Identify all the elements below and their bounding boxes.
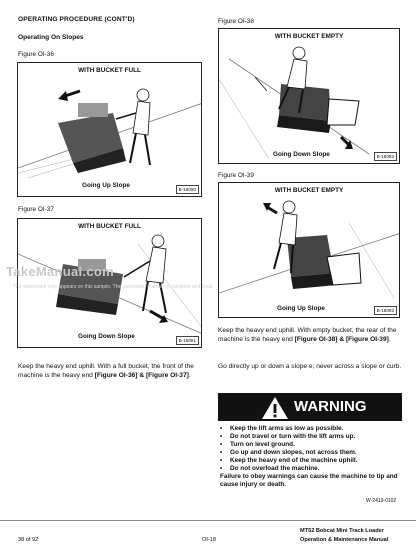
section-title: OPERATING PROCEDURE (CONT'D) — [18, 16, 135, 23]
warning-triangle-icon — [262, 397, 288, 419]
figure-oi38: WITH BUCKET EMPTY Going Down Slope B-160… — [218, 28, 400, 164]
figure-title: WITH BUCKET EMPTY — [274, 187, 344, 194]
subsection-title: Operating On Slopes — [18, 34, 84, 41]
figure-oi37: WITH BUCKET FULL Going Down Slope B-1609… — [17, 218, 202, 348]
warning-item: •Do not overload the machine. — [220, 465, 320, 472]
figure-code: B-16090 — [175, 185, 199, 194]
figure-code: B-16091 — [175, 336, 199, 345]
figure-label-oi39: Figure OI-39 — [218, 172, 254, 179]
figure-caption: Going Down Slope — [273, 151, 330, 158]
figure-code: B-16093 — [373, 306, 397, 315]
figure-title: WITH BUCKET FULL — [78, 223, 141, 230]
figure-title: WITH BUCKET FULL — [78, 67, 141, 74]
left-paragraph: Keep the heavy end uphill. With a full b… — [18, 363, 194, 380]
warning-title: WARNING — [294, 398, 367, 415]
right-paragraph-2: Go directly up or down a slope e; never … — [218, 363, 402, 370]
page-count: 38 of 92 — [18, 537, 39, 543]
product-line-1: MT52 Bobcat Mini Track Loader — [300, 528, 384, 534]
figure-code: B-16092 — [373, 152, 397, 161]
footer-divider — [0, 520, 416, 521]
figure-caption: Going Down Slope — [78, 333, 135, 340]
warning-item: •Do not travel or turn with the lift arm… — [220, 433, 356, 440]
warning-code: W-2419-0102 — [366, 498, 397, 504]
right-paragraph-1: Keep the heavy end uphill. With empty bu… — [218, 327, 397, 344]
operator-up-slope-empty-bucket-illustration — [219, 200, 399, 299]
warning-list: •Keep the lift arms as low as possible. … — [220, 425, 404, 489]
warning-footer-text: Failure to obey warnings can cause the m… — [220, 473, 398, 488]
warning-banner: WARNING — [218, 393, 402, 421]
operator-going-down-slope-illustration — [18, 234, 201, 334]
product-line-2: Operation & Maintenance Manual — [300, 537, 389, 543]
figure-label-oi38: Figure OI-38 — [218, 18, 254, 25]
warning-item: •Turn on level ground. — [220, 441, 295, 448]
figure-oi39: WITH BUCKET EMPTY Going Up Slope B-16093 — [218, 182, 400, 318]
watermark-brand: TakeManual.com — [6, 264, 114, 279]
operator-down-slope-empty-bucket-illustration — [219, 46, 370, 160]
page-id: OI-18 — [202, 537, 216, 543]
figure-title: WITH BUCKET EMPTY — [274, 33, 344, 40]
operator-going-up-slope-illustration — [18, 88, 201, 179]
watermark-notice: The watermark only appears on this sampl… — [13, 284, 213, 290]
warning-item: •Keep the lift arms as low as possible. — [220, 425, 344, 432]
warning-item: •Keep the heavy end of the machine uphil… — [220, 457, 358, 464]
figure-caption: Going Up Slope — [277, 305, 325, 312]
figure-caption: Going Up Slope — [82, 182, 130, 189]
figure-label-oi36: Figure OI-36 — [18, 51, 54, 58]
warning-item: •Go up and down slopes, not across them. — [220, 449, 357, 456]
figure-oi36: WITH BUCKET FULL Going Up Slope B-16090 — [17, 62, 202, 197]
figure-label-oi37: Figure OI-37 — [18, 206, 54, 213]
